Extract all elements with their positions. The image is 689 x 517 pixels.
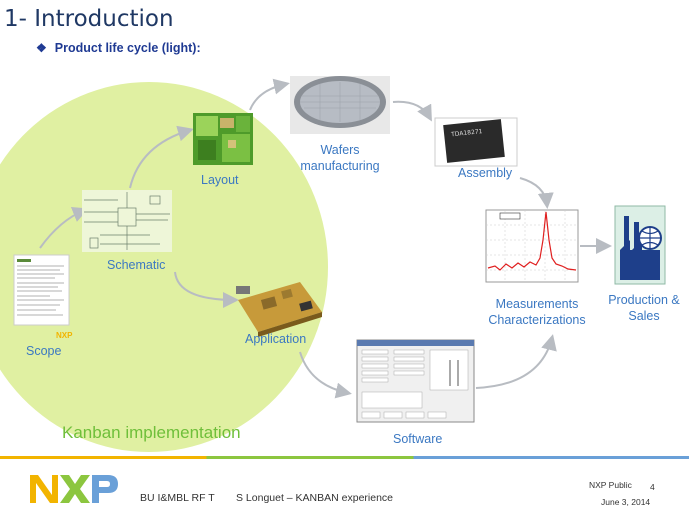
measurement-plot-image (485, 209, 579, 283)
subtitle-text: Product life cycle (light): (54, 41, 201, 55)
stage-software-label: Software (393, 432, 443, 446)
wafers-line-2: manufacturing (300, 159, 380, 173)
production-line-1: Production & (608, 293, 680, 307)
stage-wafers-label: Wafers manufacturing (292, 142, 388, 174)
subtitle: ❖ Product life cycle (light): (36, 41, 201, 55)
stage-layout-label: Layout (201, 173, 239, 187)
software-window-image (356, 339, 475, 423)
factory-icon (614, 205, 666, 285)
nxp-mini-logo: NXP (56, 331, 73, 340)
footer-divider (0, 456, 689, 459)
footer-author-topic: S Longuet – KANBAN experience (236, 492, 394, 504)
kanban-implementation-label: Kanban implementation (62, 423, 241, 442)
page-title: 1- Introduction (4, 6, 174, 32)
stage-assembly-label: Assembly (458, 166, 513, 180)
arrow-scope-schematic (39, 207, 89, 249)
arrow-assembly-measurements (519, 177, 554, 209)
footer-page-number: 4 (650, 482, 655, 492)
wafers-line-1: Wafers (320, 143, 360, 157)
arrow-software-measurements (475, 334, 557, 389)
schematic-image (82, 190, 172, 252)
arrow-wafers-assembly (392, 100, 432, 122)
arrow-application-software (299, 351, 352, 399)
footer-classification: NXP Public (589, 480, 632, 490)
stage-schematic-label: Schematic (107, 258, 166, 272)
chip-label: TDA18271 (450, 128, 483, 138)
stage-production-label: Production & Sales (598, 292, 689, 324)
footer-date: June 3, 2014 (601, 497, 651, 507)
layout-chip-image (193, 113, 253, 165)
arrow-schematic-layout (129, 125, 194, 189)
production-line-2: Sales (628, 309, 660, 323)
measurements-line-1: Measurements (495, 297, 579, 311)
stage-measurements-label: Measurements Characterizations (482, 296, 592, 328)
scope-document-image (13, 254, 70, 326)
stage-application-label: Application (245, 332, 307, 346)
measurements-line-2: Characterizations (488, 313, 586, 327)
arrow-layout-wafers (249, 78, 290, 111)
arrow-schematic-application (174, 271, 239, 308)
assembly-chip-image: TDA18271 (434, 117, 518, 167)
nxp-logo (30, 475, 118, 503)
application-board-image (236, 282, 322, 337)
stage-scope-label: Scope (26, 344, 62, 358)
wafer-image (290, 76, 390, 134)
diamond-bullet-icon: ❖ (36, 41, 47, 55)
footer-department: BU I&MBL RF T (140, 492, 215, 504)
